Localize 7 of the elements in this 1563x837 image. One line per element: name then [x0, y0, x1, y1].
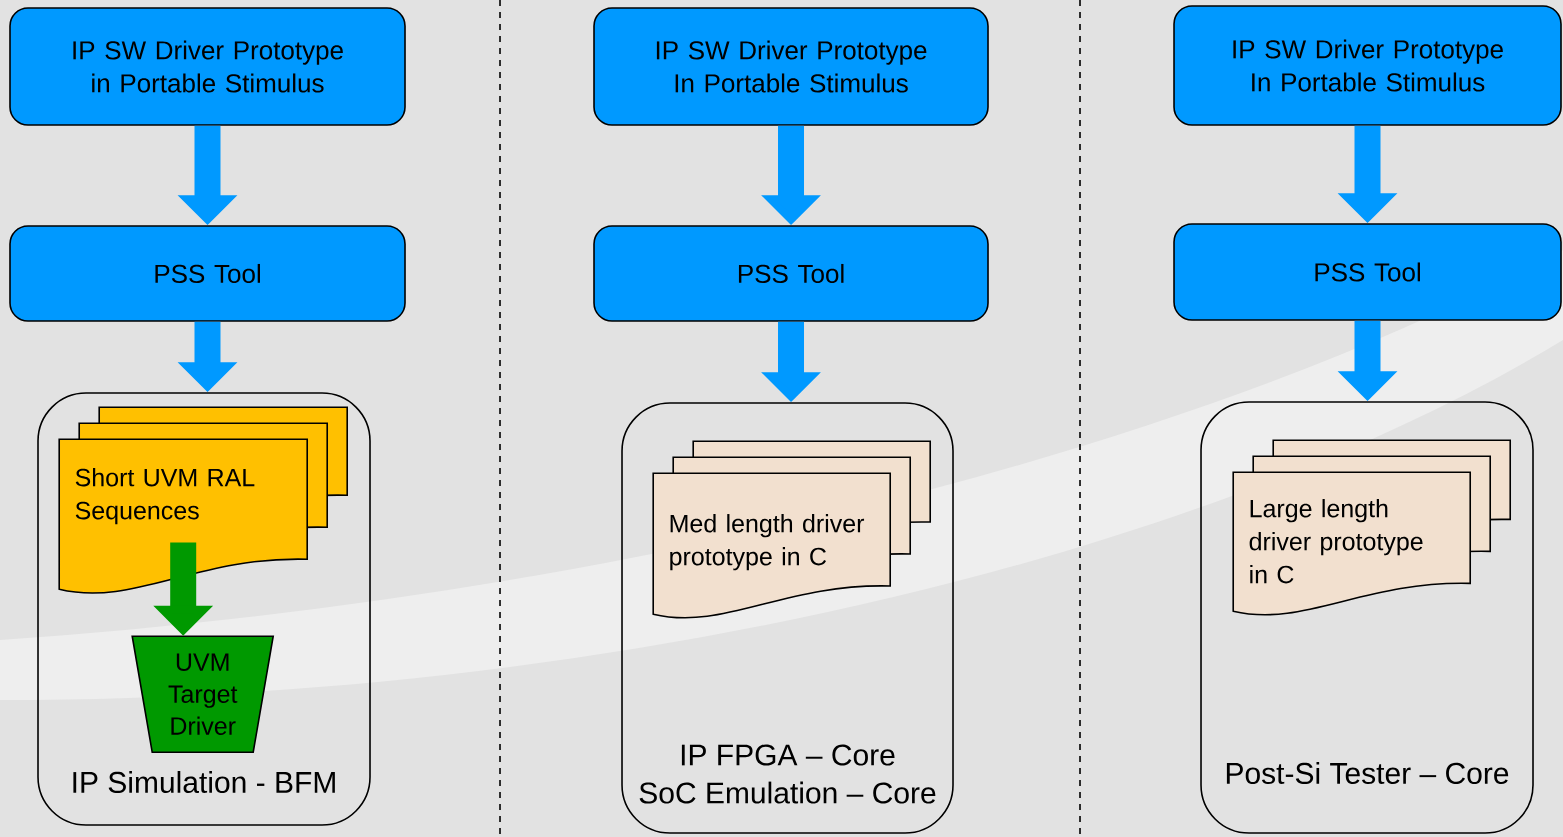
- document-stack: Short UVM RAL Sequences: [58, 406, 348, 594]
- process-box: IP SW Driver Prototype in Portable Stimulus: [9, 7, 406, 126]
- document-stack: Med length driver prototype in C: [652, 440, 931, 619]
- document-stack: Large length driver prototype in C: [1232, 439, 1511, 616]
- process-box: IP SW Driver Prototype In Portable Stimulus: [593, 7, 989, 126]
- process-box: IP SW Driver Prototype In Portable Stimulus: [1173, 5, 1562, 126]
- driver-trapezoid: UVM Target Driver: [131, 635, 275, 753]
